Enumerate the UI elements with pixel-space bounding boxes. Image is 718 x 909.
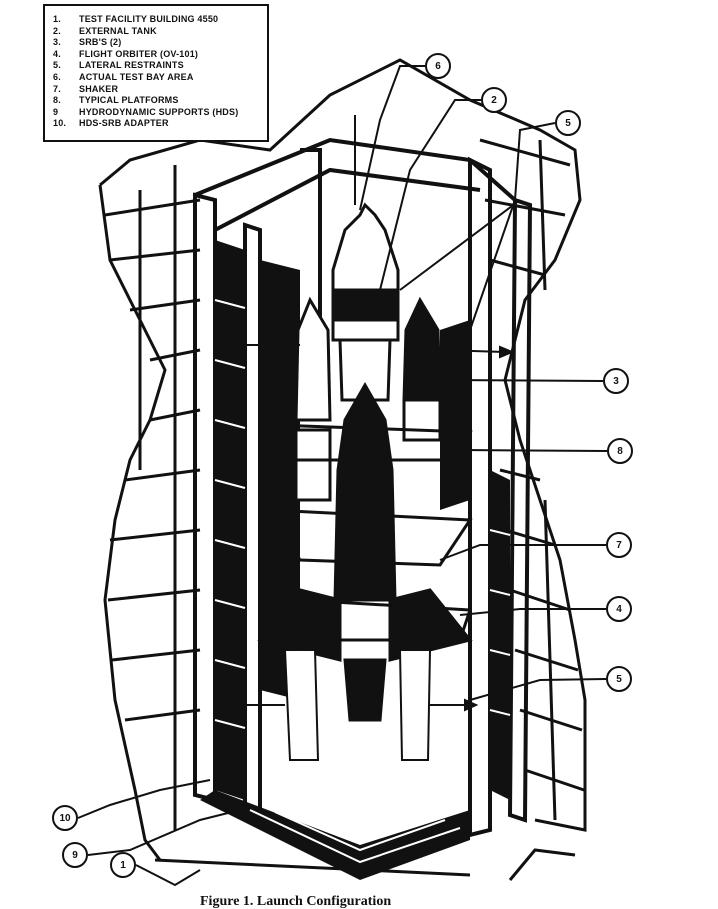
callout-5-bottom: 5 [606,666,632,692]
legend-item-text: LATERAL RESTRAINTS [79,60,184,71]
legend-item-text: TEST FACILITY BUILDING 4550 [79,14,219,24]
legend-item-text: HYDRODYNAMIC SUPPORTS (HDS) [79,106,239,117]
platforms [267,423,473,642]
legend-item: 5. LATERAL RESTRAINTS [53,60,261,72]
legend-item-number: 10. [53,118,67,129]
legend-item: 4. FLIGHT ORBITER (OV-101) [53,49,261,61]
legend-item: 3. SRB'S (2) [53,37,261,49]
callout-10: 10 [52,805,78,831]
legend-item-text: HDS-SRB ADAPTER [79,118,169,129]
lateral-restraint-arrows [217,338,515,712]
srb-right-shape [402,296,442,442]
legend-item-text: FLIGHT ORBITER (OV-101) [79,48,199,59]
callout-5-top: 5 [555,110,581,136]
legend-item-number: 4. [53,48,61,59]
callout-3: 3 [603,368,629,394]
legend-item-number: 6. [53,71,61,82]
legend-item-number: 9 [53,106,59,117]
legend-item-number: 1. [53,14,61,24]
callout-9: 9 [62,842,88,868]
outer-lattice [104,138,585,830]
interior-grid [214,299,511,729]
floor-grid [249,809,461,864]
legend-box: 1. TEST FACILITY BUILDING 4550 2. EXTERNAL … [43,4,269,142]
legend-item: 8. TYPICAL PLATFORMS [53,95,261,107]
callout-7: 7 [606,532,632,558]
legend-item-number: 5. [53,60,61,71]
legend-item-text: SRB'S (2) [79,37,122,48]
legend-item: 6. ACTUAL TEST BAY AREA [53,72,261,84]
leader-lines [77,65,608,887]
external-tank-shape [331,202,400,402]
legend-item: 1. TEST FACILITY BUILDING 4550 [53,14,261,26]
callout-8: 8 [607,438,633,464]
legend-item: 7. SHAKER [53,84,261,96]
orbiter-shape [257,381,473,722]
callout-2: 2 [481,87,507,113]
legend-item-text: EXTERNAL TANK [79,25,157,36]
legend-item-text: TYPICAL PLATFORMS [79,95,179,106]
legend-item-number: 3. [53,37,61,48]
legend-item-text: SHAKER [79,83,119,94]
callout-6-top: 6 [425,53,451,79]
legend-item: 9 HYDRODYNAMIC SUPPORTS (HDS) [53,107,261,119]
lower-supports [283,649,432,761]
legend-item-number: 2. [53,25,61,36]
callout-1: 1 [110,852,136,878]
legend-item-number: 7. [53,83,61,94]
bay-interior [200,240,510,880]
legend-item: 2. EXTERNAL TANK [53,26,261,38]
legend-item-text: ACTUAL TEST BAY AREA [79,71,194,82]
callout-4: 4 [606,596,632,622]
legend-item-number: 8. [53,95,61,106]
srb-left-shape [294,296,332,502]
legend-item: 10. HDS-SRB ADAPTER [53,118,261,130]
figure-caption: Figure 1. Launch Configuration [200,894,392,909]
